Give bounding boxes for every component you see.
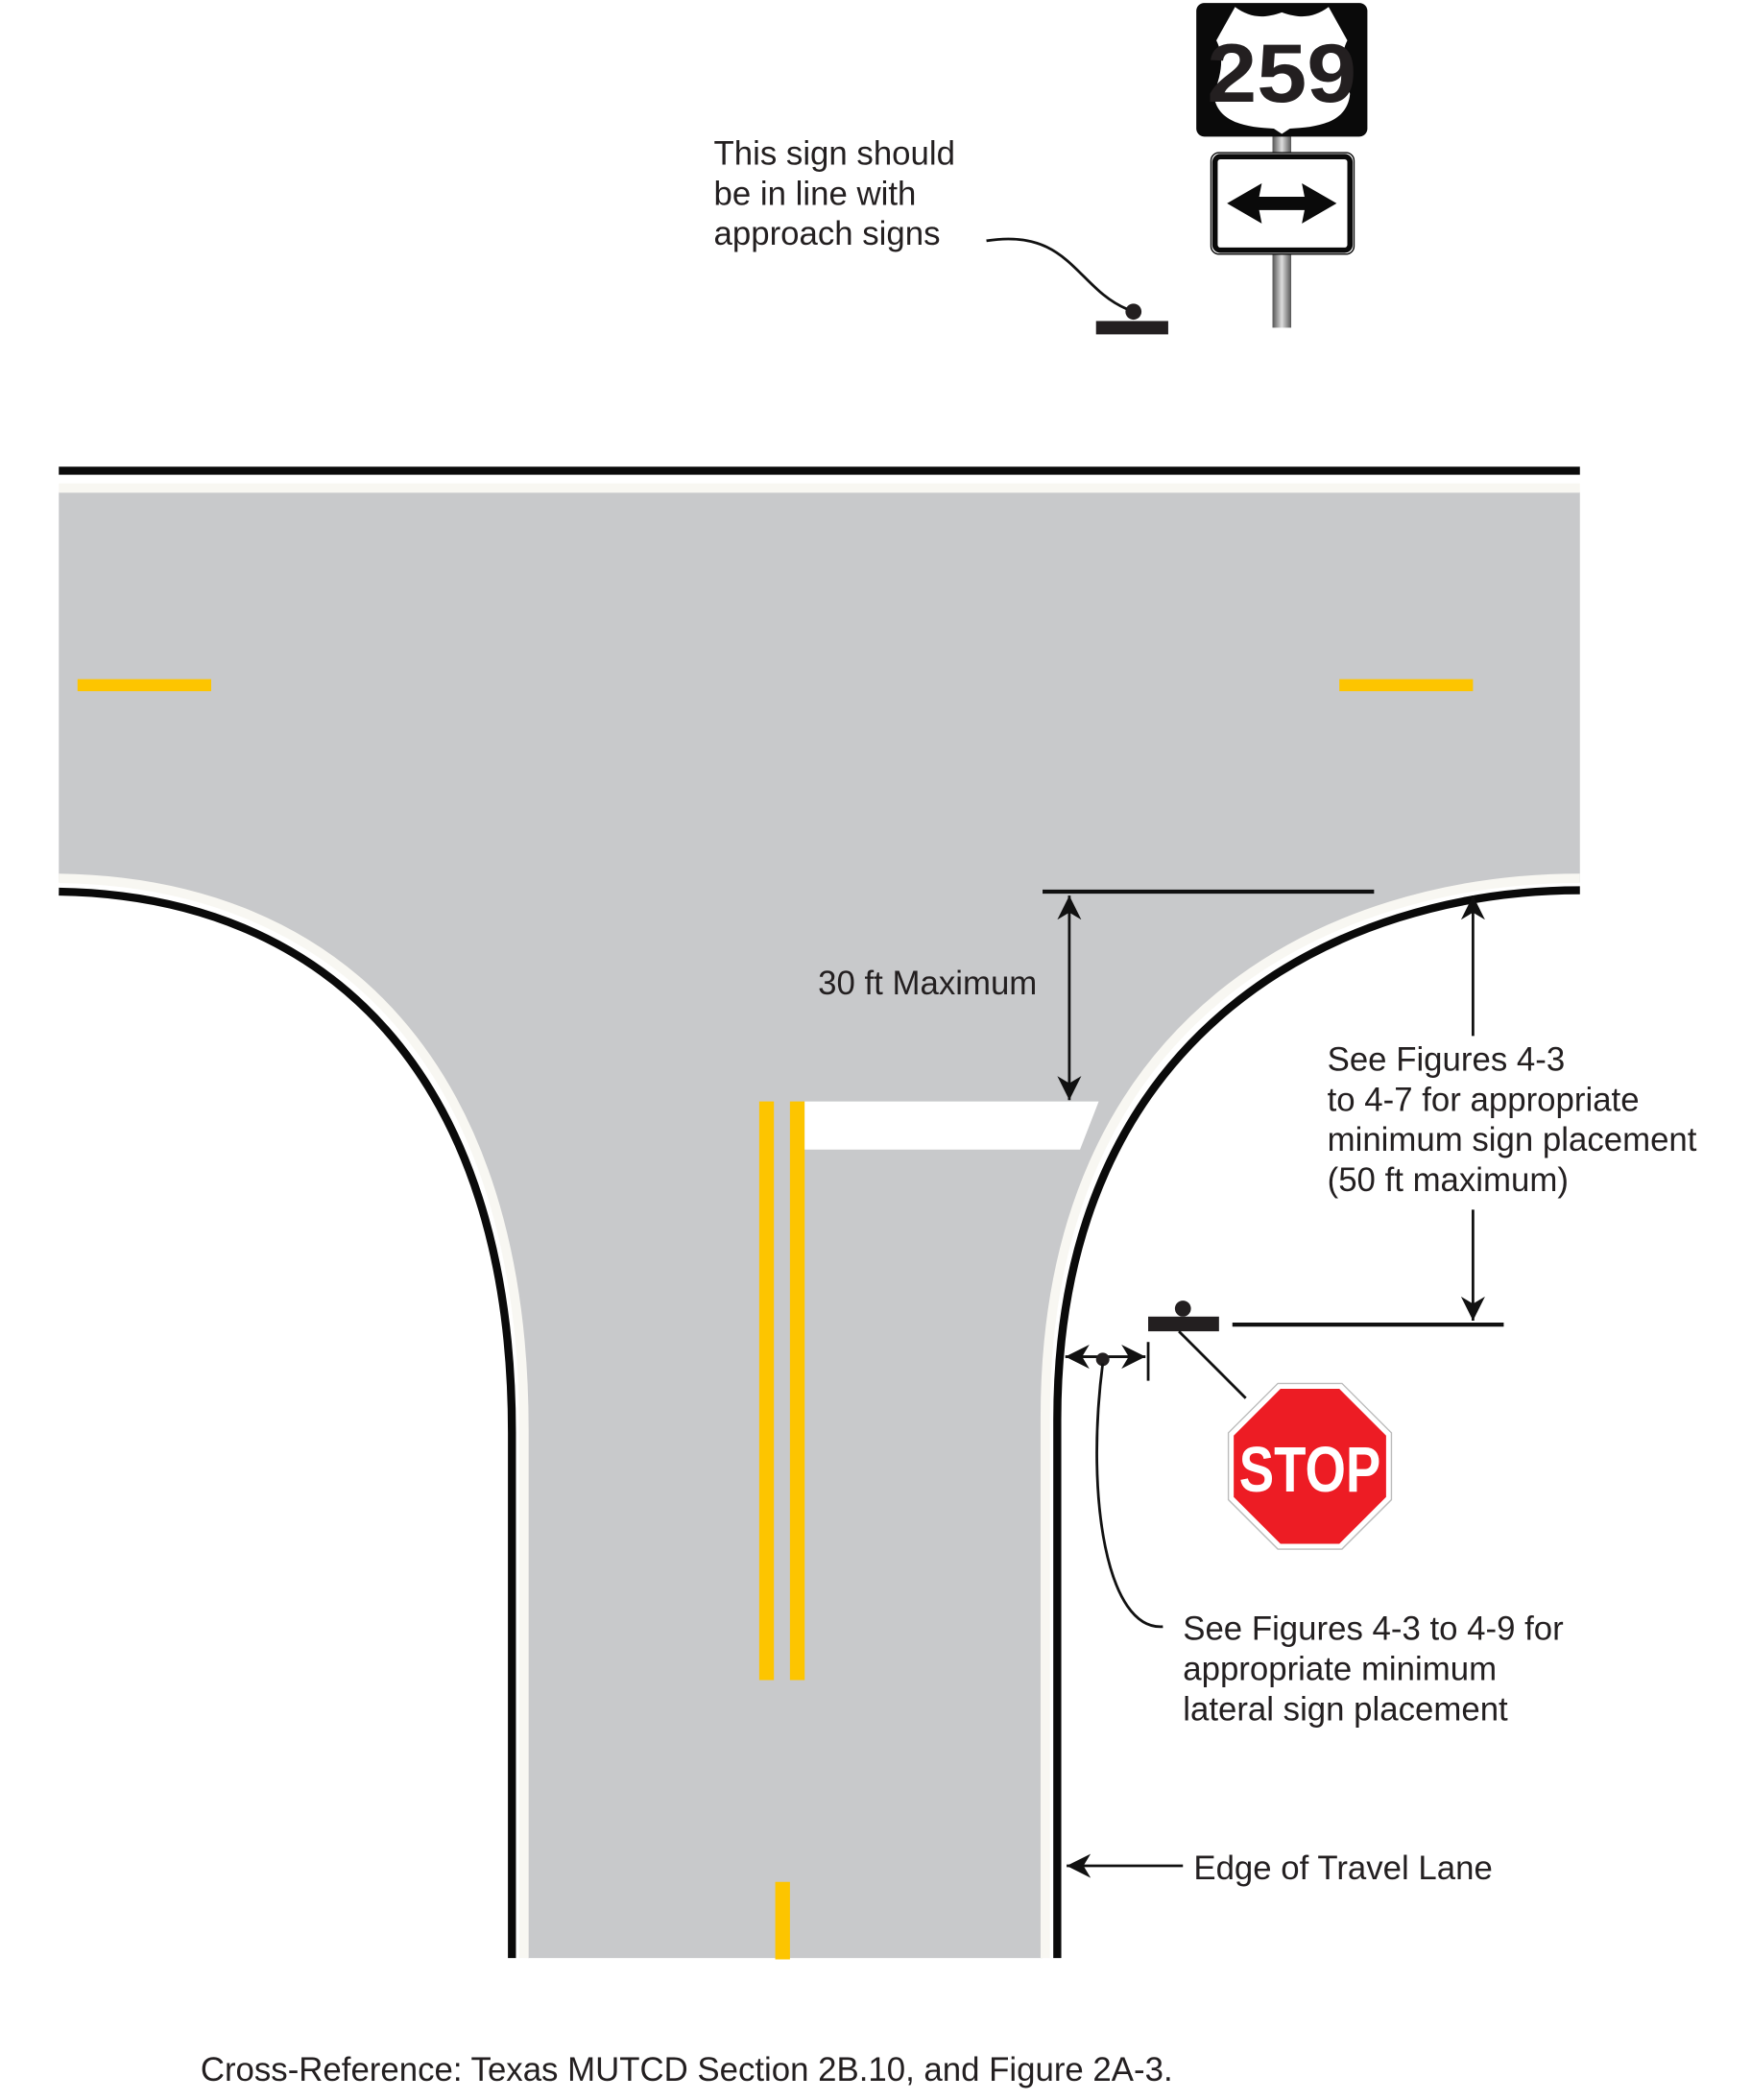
double-yellow-left [758,1101,775,1681]
stop-leader-line [1178,1330,1247,1399]
center-dash-left [77,679,211,692]
svg-text:259: 259 [1207,28,1356,120]
left-curb-line [59,887,516,1959]
double-arrow-left-right-icon [1210,152,1355,255]
approach-note: This sign should be in line with approac… [714,135,965,253]
left-edge-line [59,873,529,1959]
lateral-leader [1095,1363,1163,1629]
svg-text:STOP: STOP [1239,1435,1381,1506]
us-route-shield-icon: 259 [1196,3,1368,137]
edge-of-travel-lane-label: Edge of Travel Lane [1193,1849,1492,1887]
double-yellow-right [789,1101,805,1681]
sign-post-symbol-stop [1148,1301,1219,1332]
stop-bar [804,1101,1099,1150]
label-30ft-maximum: 30 ft Maximum [818,965,1037,1002]
stop-sign: STOP [1227,1382,1393,1550]
placement-note: See Figures 4-3 to 4-7 for appropriate m… [1328,1041,1707,1199]
cross-reference-footer: Cross-Reference: Texas MUTCD Section 2B.… [201,2051,1173,2088]
center-dash-bottom [775,1881,790,1960]
sign-post-symbol-approach [1095,303,1168,335]
center-dash-right [1339,679,1474,692]
approach-leader [986,237,1128,311]
right-edge-line [1040,873,1580,1959]
lateral-dot [1095,1352,1110,1367]
pavement [59,491,1580,1959]
lateral-note: See Figures 4-3 to 4-9 for appropriate m… [1183,1611,1572,1729]
